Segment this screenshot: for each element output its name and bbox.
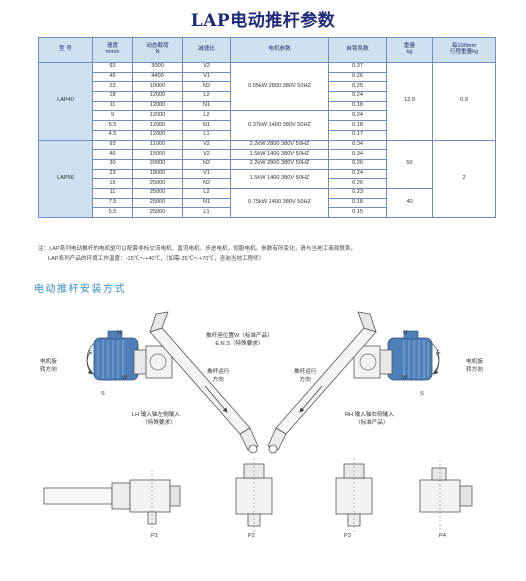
left-label-e: E xyxy=(89,350,93,356)
table-row: LAP56 93 11000 V2 2.2kW 2800 380V 50HZ 0… xyxy=(38,139,496,218)
table-row: 46 4400 V1 0.26 xyxy=(39,71,496,83)
header-motor: 电机参数 xyxy=(230,37,329,63)
label-p4: P4 xyxy=(439,533,446,539)
note-line-2: LAP系列产品的环境工作温度：-15℃～+40℃，（如需-35℃～+70℃，咨询… xyxy=(48,256,265,262)
motor-cell: 2.2kW 2800 380V 50HZ xyxy=(230,158,329,170)
right-gearbox xyxy=(353,345,381,379)
table-row: 5.5 25000 L1 0.15 xyxy=(39,207,496,218)
right-label-n: N xyxy=(403,330,408,336)
stroke-weight-cell: 2 xyxy=(432,139,496,218)
table-row: 46 15000 V2 1.5kW 1400 380V 50HZ 0.34 xyxy=(39,149,496,160)
section-title: 电动推杆安装方式 xyxy=(34,284,126,295)
header-lock: 自锁系数 xyxy=(328,37,387,63)
weight-cell: 40 xyxy=(386,187,433,219)
right-stroke-label: 推杆运行方向 xyxy=(294,369,317,383)
position-p1 xyxy=(43,470,181,530)
right-label-s: S xyxy=(420,391,424,397)
label-p2: P2 xyxy=(248,533,255,539)
page-title: LAP电动推杆参数 xyxy=(190,11,336,31)
weight-cell: 50 xyxy=(386,139,433,189)
motor-cell: 0.55kW 2800 380V 50HZ xyxy=(230,61,329,112)
label-p1: P1 xyxy=(151,533,158,539)
installation-diagram xyxy=(43,311,473,534)
table-row: 9 12000 L2 0.37kW 1400 380V 50HZ 0.24 xyxy=(39,110,496,141)
position-p4 xyxy=(419,460,473,530)
model-lap56: LAP56 xyxy=(38,139,93,218)
motor-cell: 1.5kW 1400 380V 50HZ xyxy=(230,149,329,160)
left-actuator xyxy=(86,311,259,454)
table-row: 30 20000 N2 2.2kW 2800 380V 50HZ 0.26 xyxy=(39,158,496,170)
center-position-label: 推杆座位置W（标准产品）E.N.S（特殊要求） xyxy=(206,333,273,347)
notes: 注：LAP系列电动推杆的电机驱可以配套非标交流电机、直流电机、步进电机，伺服电机… xyxy=(38,244,508,264)
table-row: 11 25000 L2 0.75kW 1400 380V 50HZ 0.23 4… xyxy=(39,187,496,219)
right-caption: RH 输入轴右侧输入（标准产品） xyxy=(345,412,394,426)
right-motor xyxy=(373,330,440,381)
header-ratio: 减速比 xyxy=(182,37,231,63)
motor-cell: 0.37kW 1400 380V 50HZ xyxy=(230,110,329,141)
right-actuator xyxy=(267,311,440,454)
left-label-w: W xyxy=(122,375,128,381)
left-label-s: S xyxy=(101,391,105,397)
right-tube xyxy=(267,311,377,454)
motor-cell: 2.2kW 2800 380V 50HZ xyxy=(230,139,329,151)
position-p3 xyxy=(335,458,373,534)
label-p3: P3 xyxy=(344,533,351,539)
right-rotation-label: 电机旋转方向 xyxy=(466,359,483,373)
left-stroke-label: 推杆运行方向 xyxy=(207,369,230,383)
right-label-e: E xyxy=(437,350,441,356)
left-caption: LH 输入轴左侧输入（特殊要求） xyxy=(132,412,180,426)
model-lap40: LAP40 xyxy=(38,62,93,141)
motor-cell: 0.75kW 1400 380V 50HZ xyxy=(230,187,329,219)
note-line-1: 注：LAP系列电动推杆的电机驱可以配套非标交流电机、直流电机、步进电机，伺服电机… xyxy=(38,246,357,252)
table-row: LAP40 93 3000 V2 0.55kW 2800 380V 50HZ 0… xyxy=(38,61,496,141)
left-motor xyxy=(86,330,153,381)
left-rotation-label: 电机旋转方向 xyxy=(40,359,57,373)
right-label-w: W xyxy=(402,375,408,381)
header-model: 型 号 xyxy=(38,37,93,63)
position-p2 xyxy=(235,458,273,534)
motor-cell: 1.5kW 1400 380V 50HZ xyxy=(230,168,329,189)
weight-cell: 12.9 xyxy=(386,62,433,141)
stroke-weight-cell: 0.9 xyxy=(432,62,496,141)
left-label-n: N xyxy=(117,330,122,336)
